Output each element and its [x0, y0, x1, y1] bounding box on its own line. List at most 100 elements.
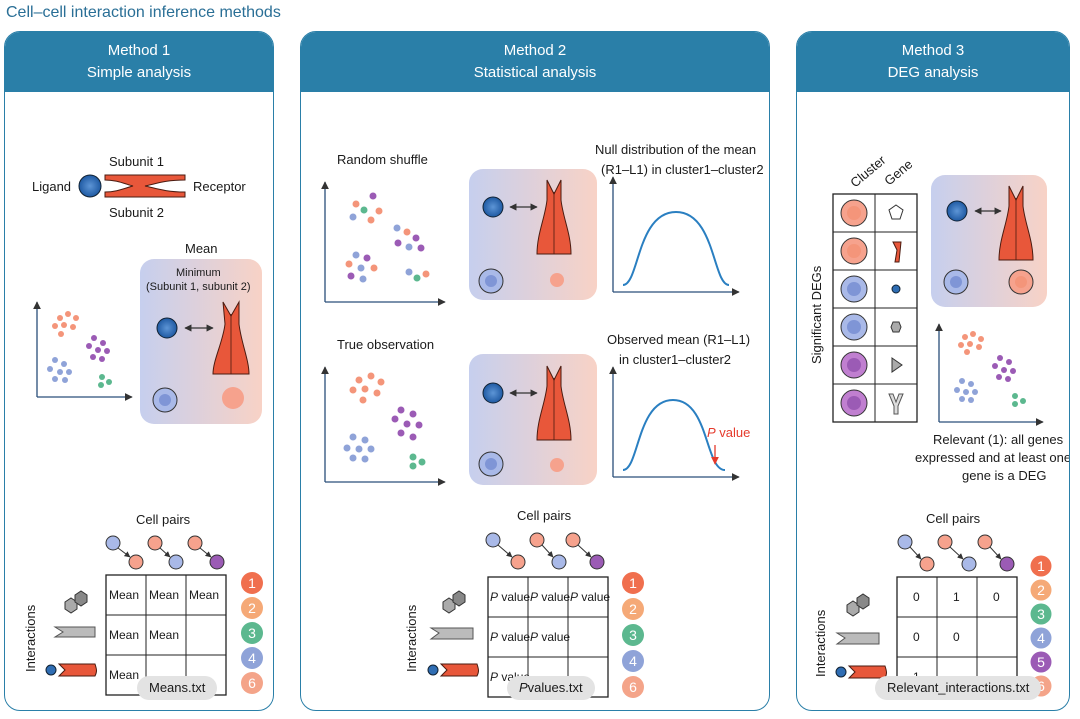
obs-mean-label-2: in cluster1–cluster2 [619, 352, 731, 367]
interaction-icons [835, 593, 887, 679]
method3-diagram: Cluster Gene Significant DEGs [809, 152, 1070, 698]
random-shuffle-label: Random shuffle [337, 152, 428, 167]
cluster-number: 4 [629, 653, 637, 669]
table-cell: P value [490, 590, 530, 604]
cell-pairs-label: Cell pairs [926, 511, 981, 526]
cell-pairs-icons [897, 534, 1015, 572]
method2-diagram: Random shuffle Null distribution of the … [321, 142, 764, 698]
method3-panel: Method 3 DEG analysis Cluster Gene Signi… [796, 31, 1070, 711]
relevant-label-2: expressed and at least one [915, 450, 1070, 465]
table-cell: 1 [953, 590, 960, 604]
cluster-number: 6 [248, 675, 256, 691]
table-cell: P value [530, 590, 570, 604]
table-cell: Mean [109, 588, 139, 602]
cluster-number-badge [622, 572, 644, 594]
cluster-number: 3 [1037, 606, 1045, 622]
receptor-icon [104, 174, 186, 198]
table-cell: P value [530, 630, 570, 644]
null-dist-curve [622, 210, 730, 286]
cell-pairs-icons [485, 532, 605, 570]
method1-subtitle: Simple analysis [86, 64, 192, 81]
table-cell: 0 [993, 590, 1000, 604]
subunit1-label: Subunit 1 [109, 154, 164, 169]
cluster-number-badge [622, 676, 644, 698]
table-cell: 0 [913, 630, 920, 644]
observed-scatter [343, 372, 426, 470]
cluster-number-badge [622, 624, 644, 646]
cluster-number: 1 [1037, 558, 1045, 574]
minimum-label: Minimum [176, 267, 221, 279]
cluster-number: 4 [1037, 630, 1045, 646]
table-cell: Mean [189, 588, 219, 602]
cluster-cell-orange [550, 273, 564, 287]
cluster-number: 6 [1037, 678, 1045, 694]
cluster-number: 6 [629, 679, 637, 695]
cluster-number: 4 [248, 650, 256, 666]
interaction-icons [427, 590, 479, 677]
interaction-box [140, 259, 262, 424]
interaction-icons [45, 590, 97, 677]
method2-panel: Method 2 Statistical analysis Random shu… [300, 31, 770, 711]
significant-degs-label: Significant DEGs [809, 265, 824, 364]
cluster-number: 3 [629, 627, 637, 643]
minimum-detail: (Subunit 1, subunit 2) [146, 281, 251, 293]
interactions-label: Interactions [404, 604, 419, 672]
gene-header: Gene [881, 156, 915, 188]
cluster-number: 2 [629, 601, 637, 617]
null-dist-label-2: (R1–L1) in cluster1–cluster2 [601, 162, 764, 177]
figure-title: Cell–cell interaction inference methods [6, 4, 281, 21]
table-cell: Mean [109, 668, 139, 682]
table-cell: P value [490, 630, 530, 644]
cluster-number: 3 [248, 625, 256, 641]
table-cell: Mean [149, 628, 179, 642]
cluster-number-badge [1030, 603, 1052, 625]
scatter-points [47, 311, 112, 388]
cluster-cell-orange [222, 387, 244, 409]
interactions-label: Interactions [23, 604, 38, 672]
cluster-number-badge [241, 572, 263, 594]
cluster-number-badge [241, 597, 263, 619]
ligand-icon [482, 382, 504, 404]
method3-subtitle: DEG analysis [887, 64, 979, 81]
cluster-number-badge [1030, 579, 1052, 601]
method1-title: Method 1 [107, 42, 171, 59]
relevant-file-badge: Relevant_interactions.txt [875, 676, 1042, 700]
ligand-icon [78, 174, 102, 198]
cluster-number-badge [1030, 555, 1052, 577]
method2-subtitle: Statistical analysis [473, 64, 597, 81]
table-cell: Mean [149, 588, 179, 602]
method2-title: Method 2 [503, 42, 567, 59]
scatter-points [954, 331, 1026, 407]
pvalue-label: P value [707, 425, 750, 440]
pvalues-file-badge: Pvalues.txt [507, 676, 595, 700]
cell-pairs-label: Cell pairs [517, 508, 572, 523]
cluster-number-badge [241, 647, 263, 669]
means-file-badge: Means.txt [137, 676, 218, 700]
obs-mean-label-1: Observed mean (R1–L1) [607, 332, 750, 347]
relevant-label-1: Relevant (1): all genes [933, 432, 1064, 447]
method3-title: Method 3 [901, 42, 965, 59]
cluster-number: 2 [248, 600, 256, 616]
cluster-number: 2 [1037, 582, 1045, 598]
method3-header: Method 3 DEG analysis [797, 32, 1069, 92]
cluster-number-badge [241, 622, 263, 644]
ligand-icon [156, 317, 178, 339]
cluster-number-badge [622, 650, 644, 672]
cluster-number: 5 [1037, 654, 1045, 670]
interactions-label: Interactions [813, 609, 828, 677]
cluster-number-badge [1030, 627, 1052, 649]
ligand-label: Ligand [32, 179, 71, 194]
null-dist-label-1: Null distribution of the mean [595, 142, 756, 157]
obs-dist-curve [622, 398, 726, 471]
cluster-number-badge [241, 672, 263, 694]
method1-header: Method 1 Simple analysis [5, 32, 273, 92]
cell-pairs-icons [105, 535, 225, 570]
method1-panel: Method 1 Simple analysis Subunit 1 Ligan… [4, 31, 274, 711]
table-cell: P value [570, 590, 610, 604]
method2-header: Method 2 Statistical analysis [301, 32, 769, 92]
relevant-label-3: gene is a DEG [962, 468, 1047, 483]
cluster-cell-orange [550, 458, 564, 472]
table-cell: 0 [953, 630, 960, 644]
cluster-header: Cluster [847, 152, 889, 190]
true-observation-label: True observation [337, 337, 434, 352]
